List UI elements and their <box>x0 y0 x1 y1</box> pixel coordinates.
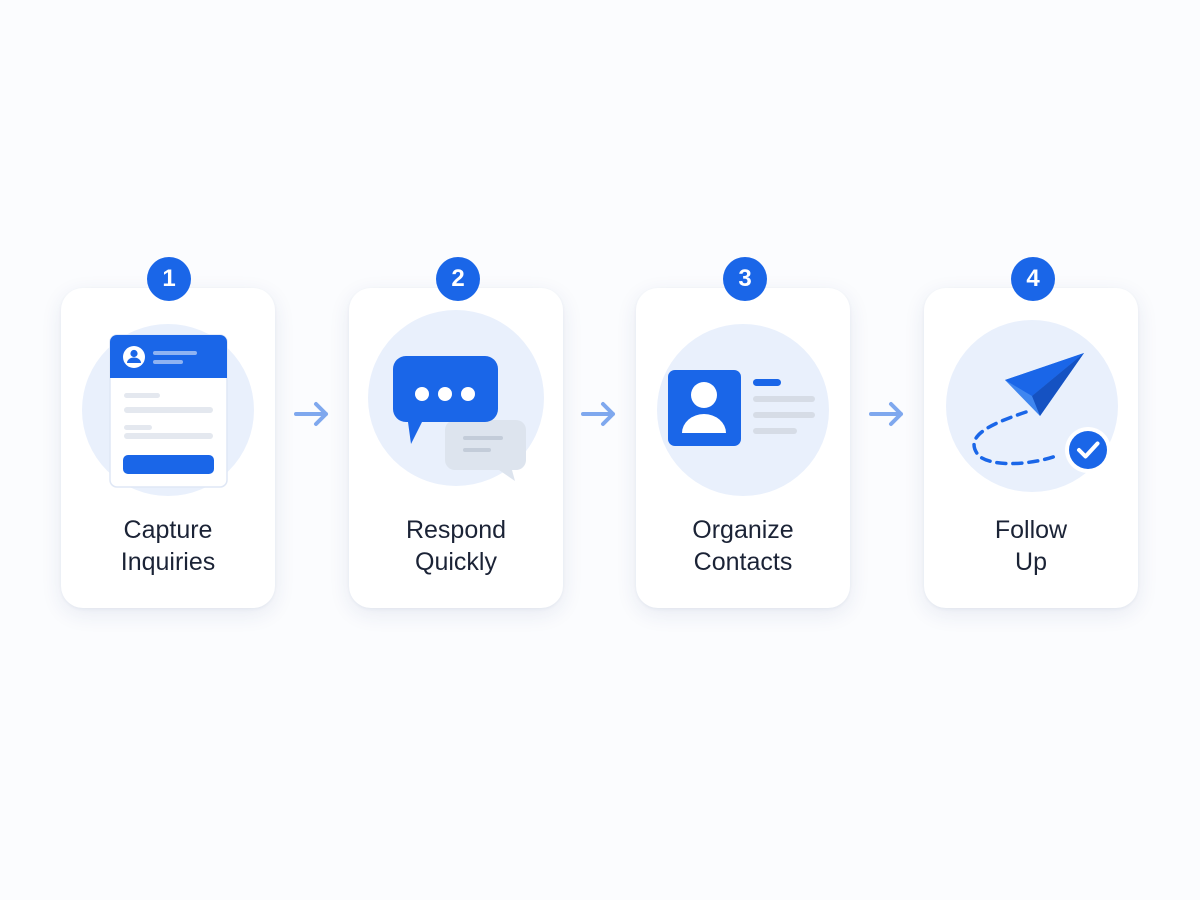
step-card-respond-quickly: Respond Quickly <box>349 288 563 608</box>
step-card-follow-up: Follow Up <box>924 288 1138 608</box>
arrow-right-icon <box>294 402 328 426</box>
step-label: Respond Quickly <box>349 514 563 578</box>
step-label-line: Organize <box>692 516 794 544</box>
step-label-line: Up <box>1015 548 1047 576</box>
paper-plane-check-icon <box>946 320 1118 492</box>
step-label-line: Contacts <box>693 548 793 576</box>
inquiry-form-icon <box>82 324 254 496</box>
step-number-badge: 2 <box>436 257 480 301</box>
step-label: Organize Contacts <box>636 514 850 578</box>
step-label-line: Inquiries <box>120 548 216 576</box>
chat-bubbles-icon <box>368 310 544 486</box>
step-label: Capture Inquiries <box>61 514 275 578</box>
step-label-line: Respond <box>405 516 507 544</box>
arrow-right-icon <box>581 402 615 426</box>
step-label-line: Follow <box>994 516 1068 544</box>
step-card-organize-contacts: Organize Contacts <box>636 288 850 608</box>
step-card-capture-inquiries: Capture Inquiries <box>61 288 275 608</box>
step-label-line: Capture <box>123 516 213 544</box>
step-number-badge: 1 <box>147 257 191 301</box>
step-number-badge: 3 <box>723 257 767 301</box>
step-label-line: Quickly <box>415 548 497 576</box>
step-label: Follow Up <box>924 514 1138 578</box>
step-number-badge: 4 <box>1011 257 1055 301</box>
contact-card-icon <box>657 324 829 496</box>
arrow-right-icon <box>869 402 903 426</box>
